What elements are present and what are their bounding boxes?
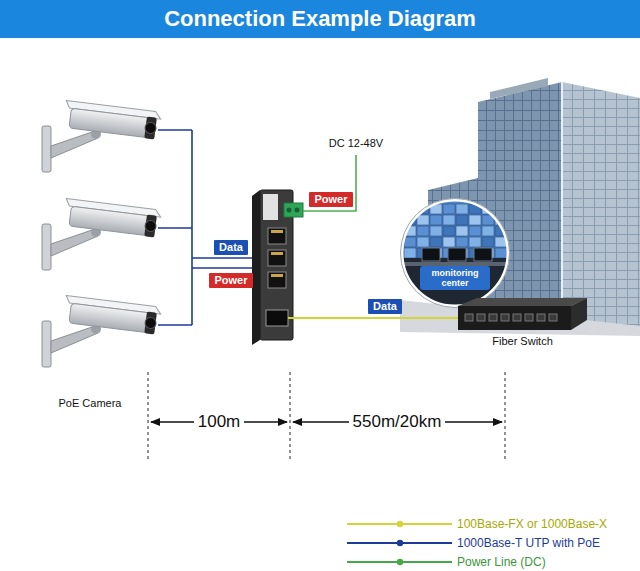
voltage-label: DC 12-48V [329,137,383,149]
wall-screen [443,215,455,225]
legend-text: 100Base-FX or 1000Base-X [457,517,607,531]
monitoring-picture [400,198,510,308]
wall-screen [469,237,481,247]
power-tag: Power [309,192,352,207]
wall-screen [417,215,429,225]
legend-sample [347,521,452,527]
distance-mark [148,372,149,462]
tag-text: Data [368,299,402,314]
tag-text: Data [214,240,248,255]
port-pins [271,252,283,255]
data-tag: Data [214,240,248,255]
power-tag: Power [209,273,252,288]
distance-mark [505,372,506,462]
legend-sample [347,540,452,546]
legend-dot [397,521,403,527]
wall-screen [456,237,468,247]
wall-screen [495,204,507,214]
distance-label: 550m/20km [349,412,446,432]
legend-dot [397,540,403,546]
terminal-screw [287,208,292,213]
legend-dot [397,559,403,565]
rj45-port [268,228,286,244]
fiber-switch-device [455,296,590,332]
device-name: Fiber Switch [492,335,553,348]
device-side [571,298,587,330]
wall-screen [469,226,481,236]
title-banner [0,0,640,38]
legend-sample [347,559,452,565]
rj45-port [268,250,286,266]
legend-samples [347,521,452,565]
switch-side [252,190,260,345]
building-crown [490,78,548,99]
distance-mark [290,372,291,462]
device-port [549,314,557,321]
wall-screen [456,204,468,214]
fiber-line [288,317,458,319]
device-port [537,314,545,321]
wall-screen [404,248,416,258]
wall-screen [430,226,442,236]
wall-screen [443,204,455,214]
circle-border [402,200,508,306]
fiber-switch: Fiber Switch [455,296,590,352]
legend-text: 1000Base-T UTP with PoE [457,536,600,550]
desk-monitor [474,248,492,261]
device-label: PoE Camera [59,397,122,409]
utp-poe-wire [158,130,253,325]
wall-screen [469,215,481,225]
dc-power-line [303,155,356,211]
desk-monitor [448,248,466,261]
switch-sticker [263,194,278,220]
device-top [458,298,587,306]
poe-camera [42,199,162,270]
wall-screen [430,215,442,225]
device-port [489,314,497,321]
terminal-block [284,203,303,217]
monitoring-scene [400,198,510,308]
device-port [513,314,521,321]
building-edge [561,82,563,322]
poe-camera [42,101,162,172]
device-front [458,306,571,330]
wall-screen [456,215,468,225]
monitoring-center: monitoring center [400,198,510,308]
circle-outline [401,199,510,308]
wall-screen [482,237,494,247]
sfp-port [266,310,288,326]
wall-screen [443,237,455,247]
wall-screen [417,237,429,247]
title-text: Connection Example Diagram [0,0,640,38]
rj45-port [268,272,286,288]
center-text: monitoring center [420,266,490,290]
building-tower [562,82,640,330]
video-wall [400,198,510,260]
wall-screen [443,226,455,236]
wall-screen [404,204,416,214]
device-port [525,314,533,321]
port-pins [271,274,283,277]
wall-screen [456,226,468,236]
terminal-screw [295,208,300,213]
wall-screen [495,248,507,258]
wall-screen [404,237,416,247]
legend-text: Power Line (DC) [457,555,546,569]
wall-screen [417,226,429,236]
desk-monitor [422,248,440,261]
port-pins [271,230,283,233]
device-port [501,314,509,321]
poe-camera [42,296,162,367]
wall-screen [482,226,494,236]
device-port [465,314,473,321]
data-tag: Data [368,299,402,314]
distance-label: 100m [194,412,245,432]
device-port [477,314,485,321]
tag-text: Power [209,273,252,288]
tag-text: Power [309,192,352,207]
wall-screen [430,237,442,247]
